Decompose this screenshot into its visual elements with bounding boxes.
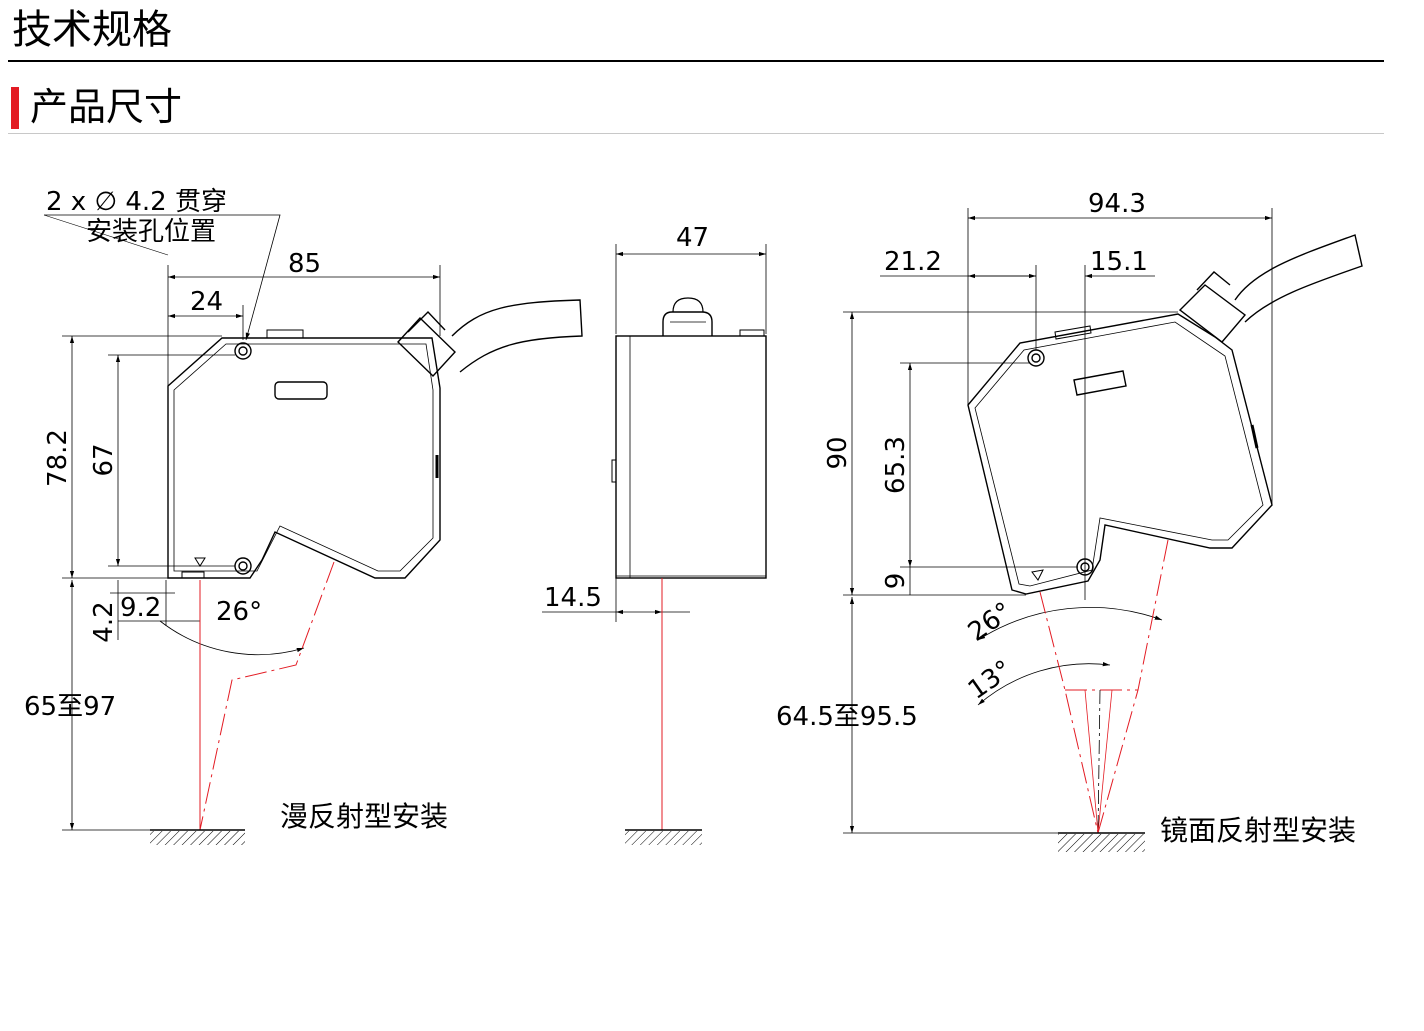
diffuse-angle: 26°	[216, 597, 262, 627]
diffuse-dim-distance: 65至97	[24, 692, 116, 722]
diffuse-dim-hole-span: 67	[89, 443, 119, 476]
mirror-view	[843, 208, 1363, 852]
mirror-dim-hole-span: 65.3	[881, 436, 911, 494]
page-title: 技术规格	[12, 7, 172, 53]
diffuse-dim-hole-x: 24	[190, 287, 223, 317]
mirror-angle-outer: 26°	[963, 597, 1018, 648]
mirror-dim-left: 21.2	[884, 247, 942, 277]
side-dim-width: 47	[676, 223, 709, 253]
mirror-dim-width: 94.3	[1088, 189, 1146, 219]
mirror-dim-height: 90	[823, 436, 853, 469]
title-divider	[8, 60, 1384, 62]
section-divider	[8, 133, 1384, 134]
diffuse-sensor-body	[167, 337, 441, 579]
side-dim-beam-offset: 14.5	[544, 583, 602, 613]
mirror-dim-bottom: 9	[881, 573, 911, 590]
diffuse-dim-beam-offset: 9.2	[120, 593, 161, 623]
diffuse-view	[43, 214, 583, 845]
section-title: 产品尺寸	[30, 85, 183, 129]
side-view	[542, 244, 767, 845]
mirror-angle-inner: 13°	[963, 655, 1018, 706]
hole-note-line1: 2 x ∅ 4.2 贯穿	[46, 187, 227, 217]
diffuse-dim-bottom-offset: 4.2	[89, 601, 119, 642]
hole-note-line2: 安装孔位置	[86, 217, 216, 247]
mirror-sensor-body	[967, 313, 1273, 595]
section-accent-bar	[11, 87, 19, 129]
mirror-caption: 镜面反射型安装	[1160, 814, 1356, 847]
diffuse-dim-width: 85	[288, 249, 321, 279]
side-sensor-body	[615, 335, 767, 579]
diffuse-caption: 漫反射型安装	[280, 800, 448, 833]
mirror-dim-right: 15.1	[1090, 247, 1148, 277]
diffuse-dim-height: 78.2	[43, 429, 73, 487]
mirror-dim-distance: 64.5至95.5	[776, 702, 918, 732]
